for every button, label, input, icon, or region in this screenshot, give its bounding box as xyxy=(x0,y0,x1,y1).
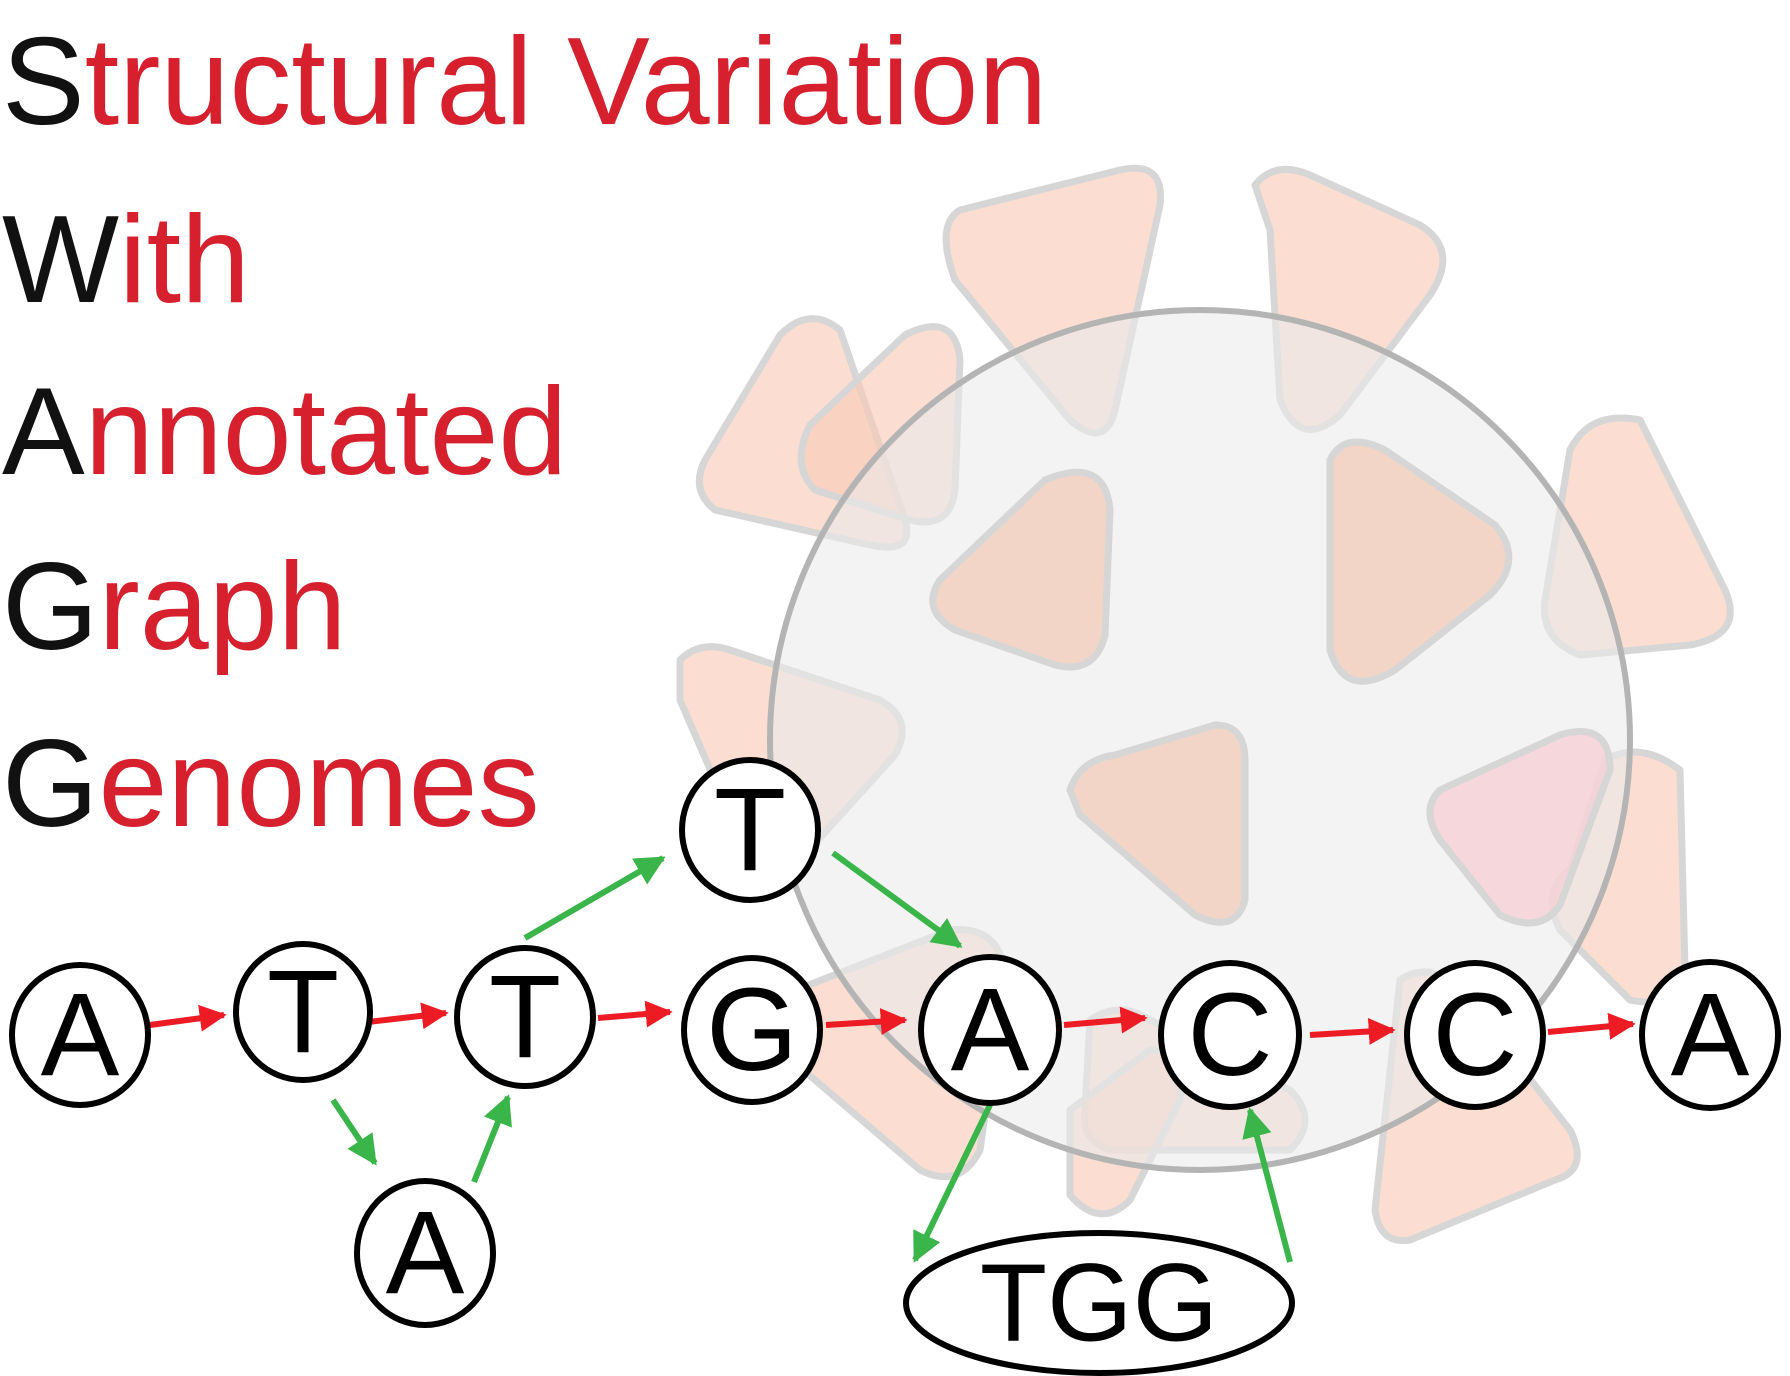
title-initial: G xyxy=(2,538,99,676)
graph-node: C xyxy=(1404,960,1546,1110)
title-line-structural: Structural Variation xyxy=(2,20,1047,144)
title-initial: S xyxy=(2,13,85,151)
node-label: A xyxy=(951,964,1030,1096)
title-rest: enomes xyxy=(98,715,540,853)
title-rest: ith xyxy=(119,191,251,329)
node-label: G xyxy=(706,964,798,1096)
node-label: A xyxy=(386,1187,465,1319)
virus-spike xyxy=(929,468,1114,671)
title-initial: W xyxy=(2,191,120,329)
graph-node: G xyxy=(681,955,823,1105)
title-line-graph: Graph xyxy=(2,545,347,669)
ref-edge xyxy=(1309,1017,1396,1045)
graph-node: T xyxy=(454,945,596,1089)
title-initial: A xyxy=(2,363,85,501)
ref-edge xyxy=(149,1004,227,1032)
variant-edge xyxy=(523,855,666,941)
node-label: A xyxy=(41,969,120,1101)
title-line-with: With xyxy=(2,198,250,322)
virus-spike xyxy=(1326,438,1513,685)
variant-edge xyxy=(831,850,963,949)
node-label: TGG xyxy=(980,1242,1218,1365)
graph-node: A xyxy=(9,962,151,1108)
node-label: C xyxy=(1187,969,1272,1101)
ref-edge xyxy=(1063,1006,1148,1034)
graph-node: T xyxy=(233,941,373,1083)
title-rest: nnotated xyxy=(84,363,568,501)
title-initial: G xyxy=(2,715,99,853)
virus-spike xyxy=(1066,721,1249,926)
ref-edge xyxy=(825,1008,908,1036)
graph-node: C xyxy=(1158,960,1302,1110)
node-label: T xyxy=(267,946,339,1078)
node-label: A xyxy=(1671,969,1750,1101)
variant-edge xyxy=(912,1103,993,1263)
graph-node-insertion: A xyxy=(354,1178,496,1328)
ref-edge xyxy=(367,1002,449,1030)
node-label: T xyxy=(714,764,786,896)
title-rest: tructural Variation xyxy=(84,13,1048,151)
graph-node-snp: T xyxy=(679,757,821,903)
title-line-genomes: Genomes xyxy=(2,722,540,846)
node-label: T xyxy=(489,951,561,1083)
graph-node-tgg: TGG xyxy=(903,1230,1295,1376)
virus-spike-highlight xyxy=(1426,728,1614,927)
variant-edge xyxy=(1242,1107,1293,1263)
ref-edge xyxy=(597,1000,673,1028)
title-rest: raph xyxy=(98,538,347,676)
title-line-annotated: Annotated xyxy=(2,370,567,494)
node-label: C xyxy=(1432,969,1517,1101)
variant-edge xyxy=(330,1098,378,1166)
graph-node: A xyxy=(1639,959,1781,1111)
ref-edge xyxy=(1547,1012,1636,1040)
variant-edge xyxy=(471,1094,512,1184)
graph-node: A xyxy=(918,954,1062,1106)
